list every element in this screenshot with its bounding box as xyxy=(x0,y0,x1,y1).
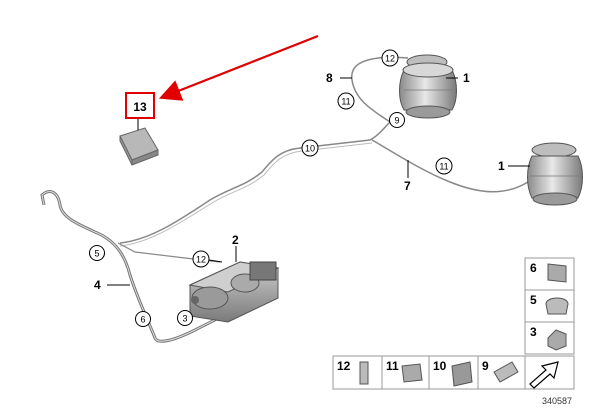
connector-11-icon xyxy=(401,363,423,383)
svg-text:9: 9 xyxy=(394,116,399,126)
callout-1-right: 1 xyxy=(498,159,505,173)
legend-bottom-item-11: 11 xyxy=(386,359,399,373)
arrow-icon xyxy=(529,361,559,389)
nut-3-icon xyxy=(547,329,567,351)
legend-right-item-5: 5 xyxy=(530,293,537,307)
callout-12-compressor: 12 xyxy=(192,250,210,268)
legend-bottom: 12 11 10 9 xyxy=(332,355,575,390)
callout-2: 2 xyxy=(232,233,239,247)
svg-text:6: 6 xyxy=(140,315,145,325)
legend-bottom-item-9: 9 xyxy=(482,359,489,373)
highlight-arrow xyxy=(158,34,319,101)
svg-text:11: 11 xyxy=(439,162,448,172)
callout-4: 4 xyxy=(94,278,101,292)
callout-11-top: 11 xyxy=(337,92,355,110)
air-line-main xyxy=(119,121,391,244)
svg-text:3: 3 xyxy=(182,314,187,324)
callout-8: 8 xyxy=(326,71,333,85)
part-13-control-unit xyxy=(119,127,159,166)
svg-text:11: 11 xyxy=(341,97,350,107)
clip-5-icon xyxy=(545,297,569,315)
callout-11-right: 11 xyxy=(435,157,453,175)
connector-9-icon xyxy=(493,361,519,383)
callout-13: 13 xyxy=(133,100,147,114)
callout-1-top: 1 xyxy=(463,71,470,85)
part-1-air-spring-top xyxy=(399,54,457,119)
svg-text:12: 12 xyxy=(385,54,395,64)
air-line-7 xyxy=(371,139,529,193)
legend-bottom-item-12: 12 xyxy=(337,359,351,373)
connector-10-icon xyxy=(451,361,473,387)
legend-right-item-6: 6 xyxy=(530,261,537,275)
callout-7: 7 xyxy=(404,179,411,193)
drawing-code: 340587 xyxy=(542,396,572,406)
svg-text:5: 5 xyxy=(94,249,99,259)
callout-10: 10 xyxy=(301,139,319,157)
svg-text:12: 12 xyxy=(196,255,206,265)
clip-6-icon xyxy=(547,263,567,283)
legend-right: 6 5 3 xyxy=(524,257,575,355)
part-2-compressor xyxy=(188,261,280,323)
callout-9: 9 xyxy=(389,112,405,128)
callout-3: 3 xyxy=(177,310,193,326)
callout-6: 6 xyxy=(135,311,151,327)
callout-5: 5 xyxy=(89,245,105,261)
part-1-air-spring-right xyxy=(527,142,583,206)
air-line-8 xyxy=(351,56,409,123)
connector-12-icon xyxy=(359,361,369,385)
svg-text:10: 10 xyxy=(305,144,315,154)
legend-right-item-3: 3 xyxy=(530,325,537,339)
legend-bottom-item-10: 10 xyxy=(433,359,447,373)
highlight-box-13 xyxy=(125,92,155,119)
callout-12-top: 12 xyxy=(381,49,399,67)
